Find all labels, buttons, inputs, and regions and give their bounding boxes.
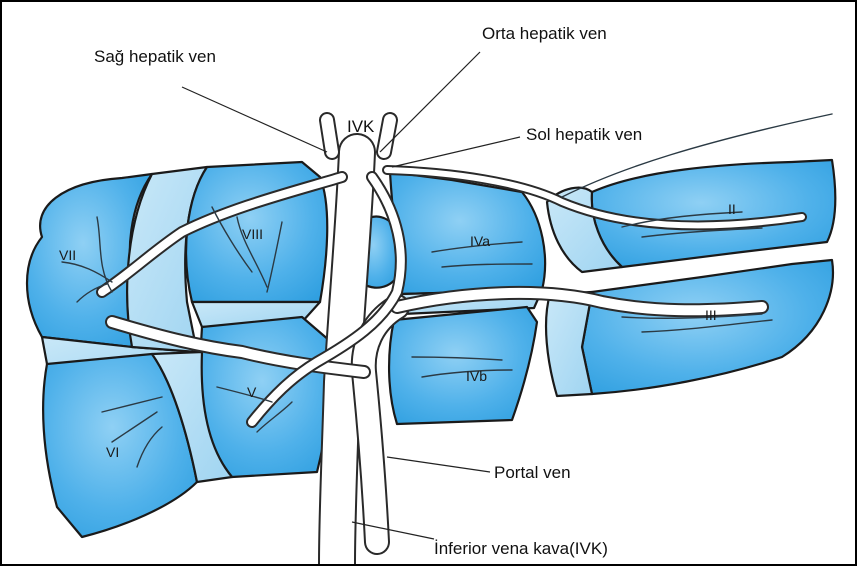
segment-label-vi: VI <box>106 444 119 460</box>
segment-label-v: V <box>247 384 257 400</box>
label-orta-hepatik-ven: Orta hepatik ven <box>482 24 607 43</box>
segment-ivb-lobe <box>389 307 537 424</box>
segment-label-iva: IVa <box>470 233 490 249</box>
ivc-stub-left-fill <box>327 120 332 152</box>
leader-sag-hepatik-ven <box>182 87 327 152</box>
segment-label-ivb: IVb <box>466 368 487 384</box>
segment-label-vii: VII <box>59 247 76 263</box>
label-inferior-vena-kava: İnferior vena kava(IVK) <box>434 539 608 558</box>
segment-label-viii: VIII <box>242 226 263 242</box>
leader-orta-hepatik-ven <box>380 52 480 152</box>
leader-sol-hepatik-ven <box>392 137 520 167</box>
label-ivk: IVK <box>347 117 375 136</box>
leader-portal-ven <box>387 457 490 472</box>
segment-label-iii: III <box>705 307 717 323</box>
label-sol-hepatik-ven: Sol hepatik ven <box>526 125 642 144</box>
label-portal-ven: Portal ven <box>494 463 571 482</box>
segment-label-ii: II <box>728 201 736 217</box>
label-sag-hepatik-ven: Sağ hepatik ven <box>94 47 216 66</box>
